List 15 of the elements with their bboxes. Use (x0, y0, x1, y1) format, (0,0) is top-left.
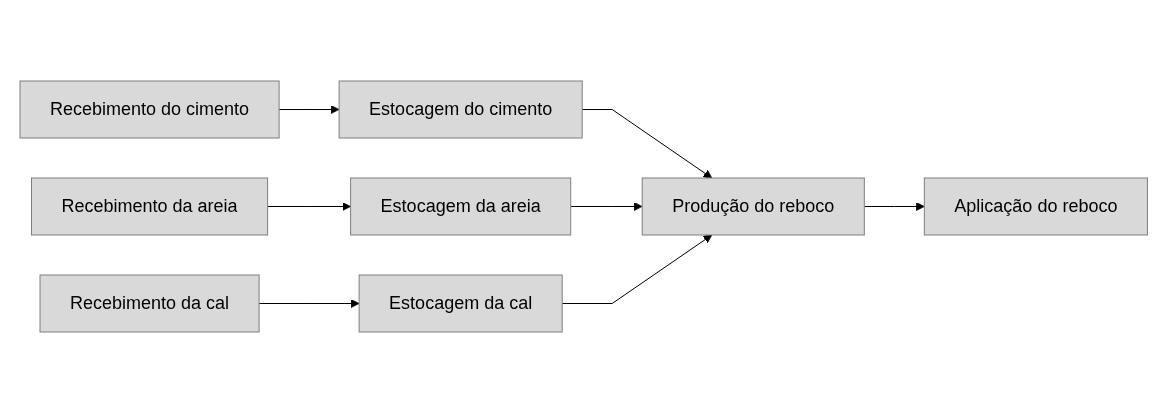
node-box: Estocagem da cal (358, 274, 563, 332)
arrow (864, 201, 925, 211)
arrow (267, 201, 352, 211)
node-box: Recebimento da cal (39, 274, 260, 332)
node-box: Produção do reboco (642, 177, 866, 235)
node-box: Estocagem da areia (350, 177, 572, 235)
node-box: Aplicação do reboco (924, 177, 1149, 235)
arrow (582, 108, 713, 178)
arrow (278, 104, 340, 114)
node-box: Recebimento da areia (31, 177, 269, 235)
node-box: Recebimento do cimento (19, 80, 280, 138)
node-box: Estocagem do cimento (338, 80, 583, 138)
arrow (562, 234, 713, 304)
arrow (570, 201, 643, 211)
arrow (258, 298, 360, 308)
